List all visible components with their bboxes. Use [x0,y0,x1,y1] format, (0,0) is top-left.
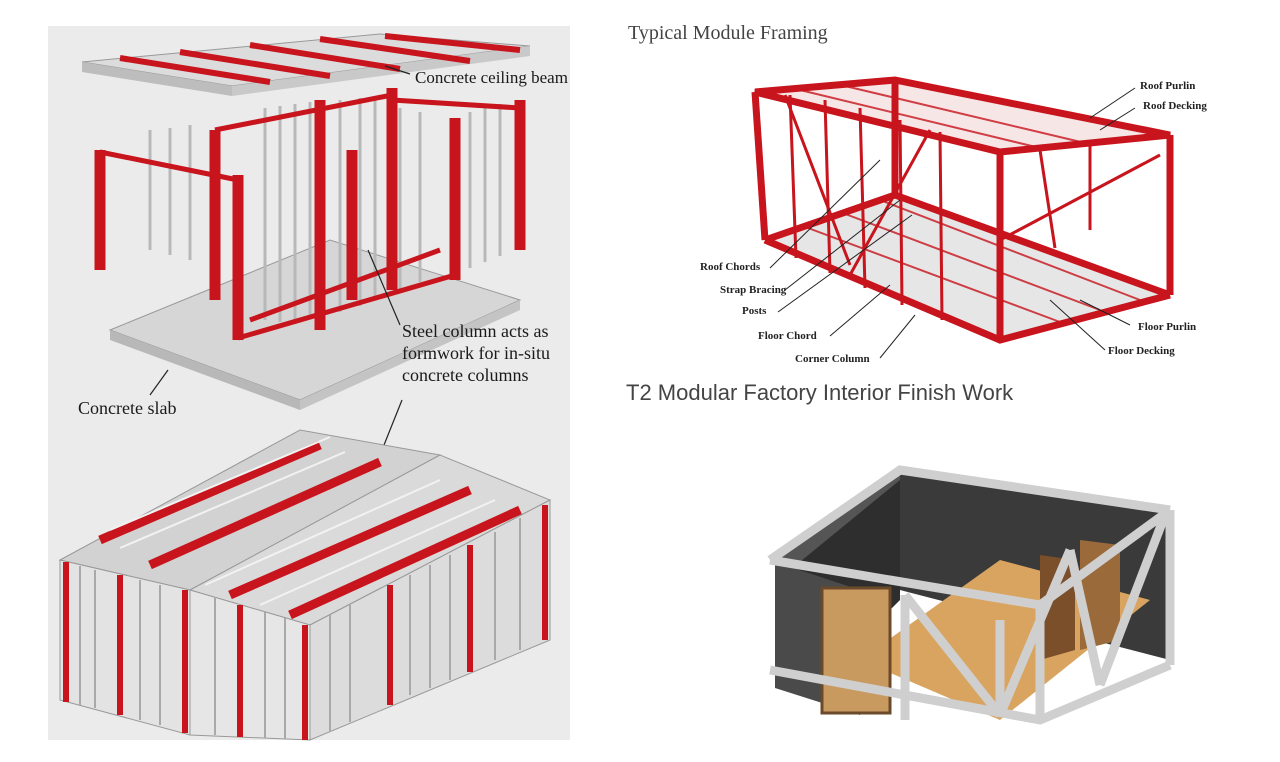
concrete-ceiling-beam-label: Concrete ceiling beam [415,68,568,87]
steel-wall-frame [94,88,526,341]
ceiling-leader-line [384,65,411,75]
steel-column-label: Steel column acts as formwork for in-sit… [402,321,550,385]
concrete-slab-label: Concrete slab [78,398,177,418]
concrete-ceiling-beam [81,33,531,96]
module-framing-diagram [751,76,1174,359]
label-roof-chord: Roof Chords [700,261,761,273]
label-floor-decking: Floor Decking [1108,345,1175,357]
label-roof-purlin: Roof Purlin [1140,80,1196,92]
label-corner-column: Corner Column [795,353,870,365]
assembled-modules [58,429,552,741]
label-floor-purlin: Floor Purlin [1138,321,1197,333]
label-roof-decking: Roof Decking [1143,100,1207,112]
label-posts: Posts [742,305,767,317]
steel-column-leader-top [367,249,401,326]
label-floor-chord: Floor Chord [758,330,817,342]
finish-title: T2 Modular Factory Interior Finish Work [626,380,1014,405]
interior-finish-module [767,465,1175,725]
slab-leader-line [149,369,169,396]
label-strap-bracing: Strap Bracing [720,284,787,296]
framing-title: Typical Module Framing [628,22,828,44]
